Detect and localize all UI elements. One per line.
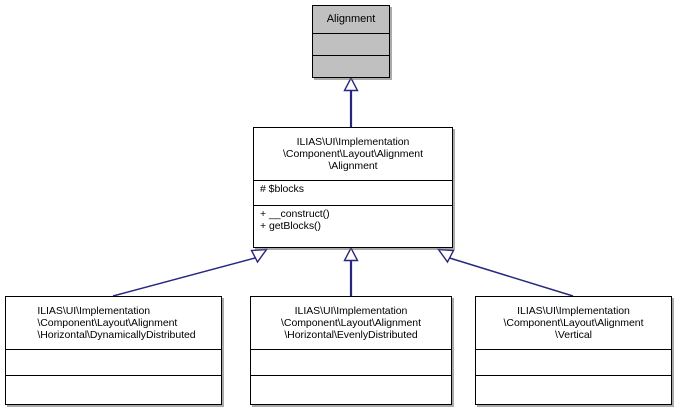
class-title-compartment: Alignment xyxy=(313,6,389,33)
class-attributes-compartment xyxy=(313,33,389,54)
class-name-label: ILIAS\UI\Implementation \Component\Layou… xyxy=(283,135,423,173)
class-operations-compartment xyxy=(251,375,451,404)
class-operations-compartment: + __construct() + getBlocks() xyxy=(254,204,452,247)
class-name-label: Alignment xyxy=(326,13,376,26)
class-box-alignment-implementation[interactable]: ILIAS\UI\Implementation \Component\Layou… xyxy=(253,127,453,248)
class-attributes-compartment xyxy=(251,348,451,376)
class-box-evenly-distributed[interactable]: ILIAS\UI\Implementation \Component\Layou… xyxy=(250,296,452,405)
class-attributes-compartment xyxy=(6,348,221,376)
class-operations-compartment xyxy=(6,375,221,404)
edge-dynamically-distributed-to-impl xyxy=(112,248,268,297)
class-box-dynamically-distributed[interactable]: ILIAS\UI\Implementation \Component\Layou… xyxy=(5,296,222,405)
class-name-label: ILIAS\UI\Implementation \Component\Layou… xyxy=(37,304,196,342)
attribute-blocks: # $blocks xyxy=(260,183,304,196)
class-operations-compartment xyxy=(313,54,389,77)
class-operations-compartment xyxy=(476,375,671,404)
class-box-vertical[interactable]: ILIAS\UI\Implementation \Component\Layou… xyxy=(475,296,672,405)
edge-vertical-to-impl xyxy=(437,248,574,297)
class-name-label: ILIAS\UI\Implementation \Component\Layou… xyxy=(281,304,421,342)
class-box-alignment-interface[interactable]: Alignment xyxy=(312,5,390,78)
class-attributes-compartment xyxy=(476,348,671,376)
edge-evenly-distributed-to-impl xyxy=(343,246,359,296)
class-name-label: ILIAS\UI\Implementation \Component\Layou… xyxy=(503,304,644,342)
class-attributes-compartment: # $blocks xyxy=(254,180,452,205)
class-title-compartment: ILIAS\UI\Implementation \Component\Layou… xyxy=(251,297,451,349)
operation-construct: + __construct() xyxy=(260,207,330,220)
edge-impl-to-interface xyxy=(343,76,359,127)
class-title-compartment: ILIAS\UI\Implementation \Component\Layou… xyxy=(254,128,452,180)
operation-get-blocks: + getBlocks() xyxy=(260,220,321,233)
class-title-compartment: ILIAS\UI\Implementation \Component\Layou… xyxy=(476,297,671,349)
class-title-compartment: ILIAS\UI\Implementation \Component\Layou… xyxy=(6,297,221,349)
